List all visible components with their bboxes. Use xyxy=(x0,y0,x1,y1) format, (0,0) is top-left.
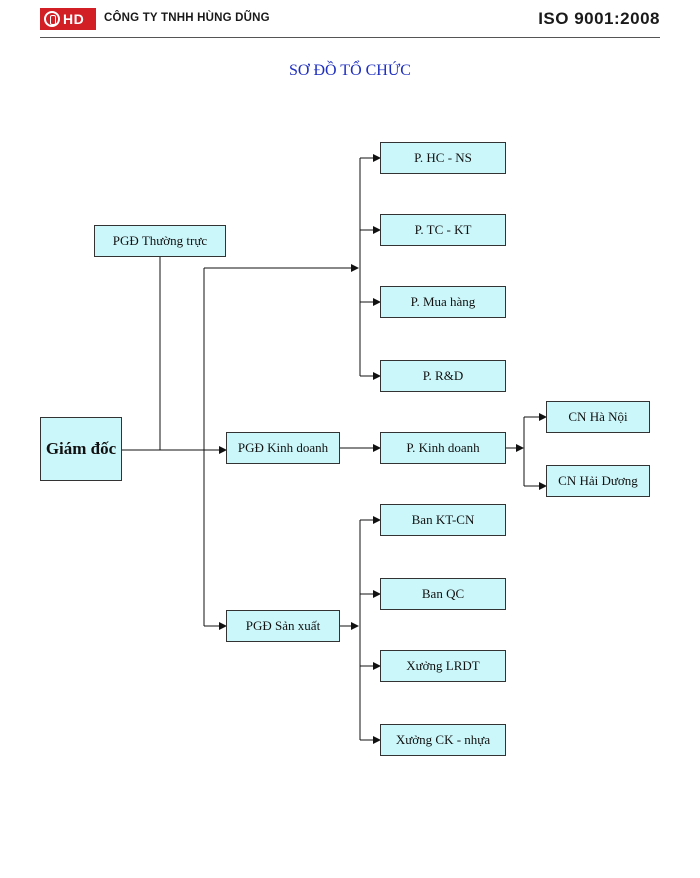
node-ban-ktcn: Ban KT-CN xyxy=(380,504,506,536)
node-ban-qc: Ban QC xyxy=(380,578,506,610)
node-pgd-business: PGĐ Kinh doanh xyxy=(226,432,340,464)
node-p-purchasing: P. Mua hàng xyxy=(380,286,506,318)
company-logo: HD xyxy=(40,8,96,30)
node-p-business: P. Kinh doanh xyxy=(380,432,506,464)
node-xuong-ck: Xưởng CK - nhựa xyxy=(380,724,506,756)
page-header: HD CÔNG TY TNHH HÙNG DŨNG ISO 9001:2008 xyxy=(0,0,700,40)
node-cn-hanoi: CN Hà Nội xyxy=(546,401,650,433)
node-p-rd: P. R&D xyxy=(380,360,506,392)
node-cn-haiduong: CN Hải Dương xyxy=(546,465,650,497)
node-director: Giám đốc xyxy=(40,417,122,481)
node-xuong-lrdt: Xưởng LRDT xyxy=(380,650,506,682)
logo-text: HD xyxy=(63,11,85,27)
company-name: CÔNG TY TNHH HÙNG DŨNG xyxy=(104,12,270,24)
iso-standard: ISO 9001:2008 xyxy=(538,9,660,28)
node-pgd-production: PGĐ Sản xuất xyxy=(226,610,340,642)
node-p-hc-ns: P. HC - NS xyxy=(380,142,506,174)
logo-ring-icon xyxy=(44,11,60,27)
node-p-tc-kt: P. TC - KT xyxy=(380,214,506,246)
header-divider xyxy=(40,37,660,38)
node-pgd-standing: PGĐ Thường trực xyxy=(94,225,226,257)
page-title: SƠ ĐỒ TỔ CHỨC xyxy=(289,62,411,79)
